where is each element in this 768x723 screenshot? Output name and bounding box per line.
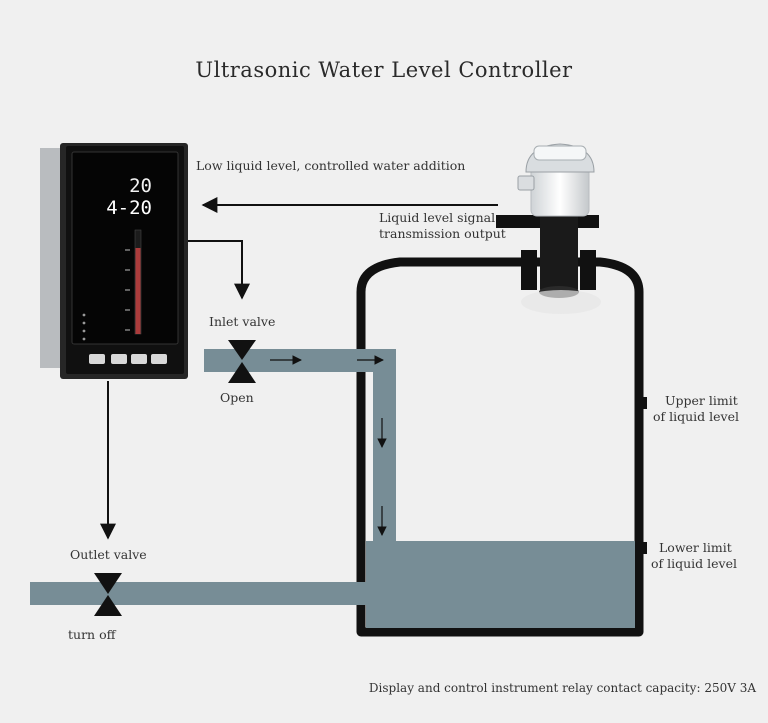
display-main-value: 4-20 [106, 197, 152, 219]
outlet-pipe [30, 582, 366, 605]
inlet-valve-label: Inlet valve [209, 314, 276, 329]
lower-limit-label: Lower limit of liquid level [651, 540, 737, 572]
tank-wall [356, 257, 644, 637]
upper-limit-label: Upper limit of liquid level [653, 393, 739, 425]
inlet-pipe-vertical [373, 349, 396, 543]
tank-water [366, 541, 635, 628]
upper-limit-label-line2: of liquid level [653, 409, 739, 424]
controller-button-1 [89, 354, 105, 364]
signal-output-label-line2: transmission output [379, 226, 506, 241]
inlet-pipe [204, 349, 396, 543]
lower-limit-label-line2: of liquid level [651, 556, 737, 571]
outlet-valve-label: Outlet valve [70, 547, 147, 562]
lower-limit-marker [635, 542, 647, 554]
display-top-value: 20 [129, 175, 152, 197]
upper-limit-label-line1: Upper limit [665, 393, 738, 408]
turn-off-label: turn off [68, 627, 116, 642]
ultrasonic-sensor [496, 143, 601, 314]
level-controller: 20 4-20 [40, 143, 188, 379]
lower-limit-label-line1: Lower limit [659, 540, 732, 555]
diagram-title: Ultrasonic Water Level Controller [195, 58, 573, 82]
signal-output-label: Liquid level signal transmission output [379, 210, 506, 242]
signal-output-label-line1: Liquid level signal [379, 210, 496, 225]
display-level-bar [135, 248, 141, 334]
sensor-body [540, 212, 578, 292]
low-level-label: Low liquid level, controlled water addit… [196, 158, 466, 173]
open-label: Open [220, 390, 254, 405]
footer-note: Display and control instrument relay con… [368, 681, 756, 695]
controller-button-3 [131, 354, 147, 364]
sensor-cable-gland [517, 175, 535, 191]
controller-button-2 [111, 354, 127, 364]
water-tank [356, 257, 644, 637]
controller-display [71, 151, 179, 345]
inlet-valve-icon [228, 340, 256, 383]
controller-button-4 [151, 354, 167, 364]
upper-limit-marker [635, 397, 647, 409]
inlet-control-arrow [187, 240, 250, 300]
outlet-valve-icon [94, 573, 122, 616]
